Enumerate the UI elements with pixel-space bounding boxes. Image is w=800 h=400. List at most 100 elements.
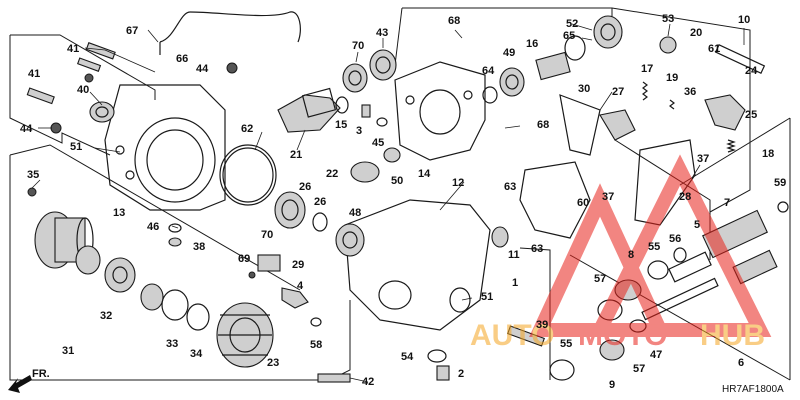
- bearing-26: [274, 191, 328, 232]
- callout-64: 64: [482, 65, 495, 77]
- callout-2: 2: [458, 368, 464, 380]
- o-ring-62: [219, 144, 277, 206]
- bearing-48: [335, 223, 365, 257]
- callout-70: 70: [352, 40, 364, 52]
- callout-15: 15: [335, 119, 347, 131]
- washer-59: [777, 201, 789, 213]
- callout-53: 53: [662, 13, 674, 25]
- bracket-30-27: [559, 94, 636, 156]
- callout-6: 6: [738, 357, 744, 369]
- springs-17-19-18: [642, 81, 736, 153]
- callout-63: 63: [531, 243, 543, 255]
- callout-29: 29: [292, 259, 304, 271]
- warning-triangle-icon: [529, 183, 671, 337]
- gear-case-14: [394, 61, 486, 161]
- callout-numbers: 67 66 41 44 41 40 44 51 13 35 31 32 46 3…: [20, 13, 786, 391]
- callout-22: 22: [326, 168, 338, 180]
- callout-24: 24: [745, 65, 758, 77]
- callout-60: 60: [577, 197, 589, 209]
- watermark-hub: HUB: [700, 319, 765, 352]
- callout-70: 70: [261, 229, 273, 241]
- callout-20: 20: [690, 27, 702, 39]
- rear-housing-12: [344, 199, 491, 331]
- callout-26: 26: [314, 196, 326, 208]
- callout-12: 12: [452, 177, 464, 189]
- callout-35: 35: [27, 169, 39, 181]
- callout-36: 36: [684, 86, 696, 98]
- callout-13: 13: [113, 207, 125, 219]
- callout-55: 55: [648, 241, 660, 253]
- callout-18: 18: [762, 148, 774, 160]
- callout-47: 47: [650, 349, 662, 361]
- callout-33: 33: [166, 338, 178, 350]
- callout-56: 56: [669, 233, 681, 245]
- callout-68: 68: [448, 15, 460, 27]
- callout-44: 44: [196, 63, 209, 75]
- bolt-39: [507, 325, 545, 347]
- callout-69: 69: [238, 253, 250, 265]
- callout-8: 8: [628, 249, 634, 261]
- callout-66: 66: [176, 53, 188, 65]
- callout-9: 9: [609, 379, 615, 391]
- callout-27: 27: [612, 86, 624, 98]
- callout-43: 43: [376, 27, 388, 39]
- callout-21: 21: [290, 149, 302, 161]
- breather-hose: [159, 11, 301, 55]
- callout-51: 51: [70, 141, 82, 153]
- callout-30: 30: [578, 83, 590, 95]
- callout-42: 42: [362, 376, 374, 388]
- callout-37: 37: [697, 153, 709, 165]
- bearing-49-64: [482, 67, 525, 104]
- callout-54: 54: [401, 351, 414, 363]
- watermark-moto: MOTO: [578, 319, 667, 352]
- callout-41: 41: [28, 68, 40, 80]
- collars-22-50-3-45: [350, 104, 401, 183]
- shift-fork-25: [704, 94, 746, 131]
- differential-case-35: [27, 187, 94, 269]
- watermark-auto: AUTO: [470, 319, 554, 352]
- callout-14: 14: [418, 168, 431, 180]
- bearings-70-43-15: [335, 49, 397, 114]
- cover-28: [634, 139, 696, 226]
- callout-31: 31: [62, 345, 74, 357]
- callout-58: 58: [310, 339, 322, 351]
- callout-62: 62: [241, 123, 253, 135]
- ring-gear-23: [216, 302, 274, 368]
- callout-59: 59: [774, 177, 786, 189]
- callout-67: 67: [126, 25, 138, 37]
- callout-10: 10: [738, 14, 750, 26]
- callout-48: 48: [349, 207, 361, 219]
- spacers-33-34: [140, 283, 210, 331]
- callout-26: 26: [299, 181, 311, 193]
- callout-63: 63: [504, 181, 516, 193]
- callout-68: 68: [537, 119, 549, 131]
- shift-parts-69-29-4: [248, 254, 322, 327]
- callout-23: 23: [267, 357, 279, 369]
- callout-32: 32: [100, 310, 112, 322]
- callout-51: 51: [481, 291, 493, 303]
- callout-50: 50: [391, 175, 403, 187]
- front-direction-indicator: FR.: [8, 368, 50, 393]
- warning-triangle-icon: [588, 154, 772, 337]
- callout-44: 44: [20, 123, 33, 135]
- washer-46-38: [168, 223, 182, 247]
- callout-49: 49: [503, 47, 515, 59]
- oil-seal-51-left: [89, 101, 115, 123]
- watermark: AUTO MOTO HUB: [470, 154, 772, 352]
- callout-57: 57: [594, 273, 606, 285]
- callout-34: 34: [190, 348, 203, 360]
- callout-41: 41: [67, 43, 79, 55]
- callout-61: 61: [708, 43, 720, 55]
- leader-lines: [31, 23, 745, 383]
- gasket-60: [519, 161, 591, 239]
- callout-17: 17: [641, 63, 653, 75]
- callout-40: 40: [77, 84, 89, 96]
- callout-1: 1: [512, 277, 518, 289]
- callout-3: 3: [356, 125, 362, 137]
- rings-55-56: [549, 247, 687, 381]
- callout-4: 4: [297, 280, 304, 292]
- callout-5: 5: [694, 219, 700, 231]
- callout-11: 11: [508, 249, 520, 261]
- bolts-41-40: [26, 42, 238, 134]
